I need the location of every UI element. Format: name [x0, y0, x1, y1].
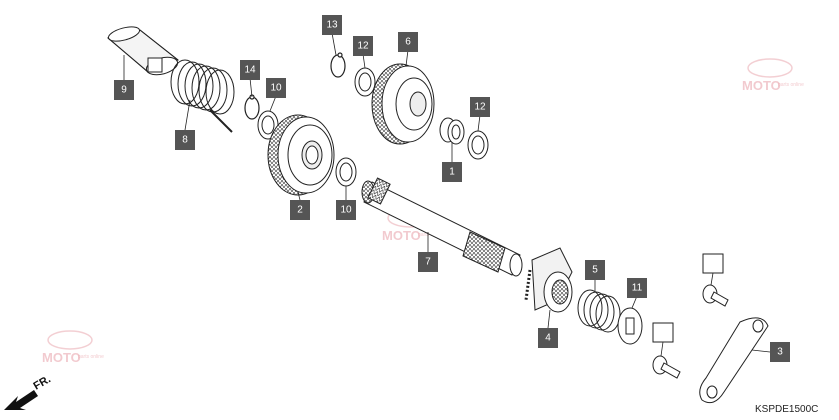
part-washer-11 — [617, 307, 643, 345]
callout-11-label: 11 — [632, 283, 643, 294]
watermark-text: MOTO — [382, 228, 421, 243]
callout-13: 13 — [322, 15, 342, 35]
callout-13-label: 13 — [326, 20, 338, 31]
callout-14-label: 14 — [244, 65, 256, 76]
part-circlip-14 — [244, 94, 260, 120]
callout-12-lower: 12 — [470, 97, 490, 117]
part-ratchet-4 — [524, 247, 573, 313]
callout-10-lower: 10 — [336, 200, 356, 220]
part-circlip-13 — [330, 52, 346, 78]
callout-10-lower-label: 10 — [340, 205, 352, 216]
part-gear-2 — [267, 114, 335, 196]
part-washer-12-lower — [467, 130, 489, 160]
callout-12-lower-label: 12 — [474, 102, 486, 113]
leader-lines — [123, 32, 771, 357]
part-collar — [106, 26, 179, 76]
callout-1-label: 1 — [449, 167, 455, 178]
callout-14: 14 — [240, 60, 260, 80]
callout-6: 6 — [398, 32, 418, 52]
callout-3: 3 — [770, 342, 790, 362]
callout-10-upper: 10 — [266, 78, 286, 98]
callout-8: 8 — [175, 130, 195, 150]
callout-2-label: 2 — [297, 205, 303, 216]
callout-4: 4 — [538, 328, 558, 348]
callout-blank-lower — [652, 322, 674, 343]
watermark-left: MOTO parts online — [42, 330, 104, 365]
callout-2: 2 — [290, 200, 310, 220]
part-bushing-1 — [439, 117, 465, 145]
callout-9: 9 — [114, 80, 134, 100]
callout-4-label: 4 — [545, 333, 551, 344]
part-shaft-7 — [361, 177, 523, 277]
callout-5: 5 — [585, 260, 605, 280]
callout-1: 1 — [442, 162, 462, 182]
watermark-subtext: parts online — [778, 82, 804, 88]
callout-8-label: 8 — [182, 135, 188, 146]
callout-11: 11 — [627, 278, 647, 298]
callout-7-label: 7 — [425, 257, 431, 268]
front-direction-arrow: FR. — [4, 373, 53, 410]
part-spring — [170, 59, 235, 133]
callout-blank-upper — [702, 253, 724, 274]
callout-5-label: 5 — [592, 265, 598, 276]
callout-3-label: 3 — [777, 347, 783, 358]
callout-12-upper: 12 — [353, 36, 373, 56]
part-coil-spring-5 — [577, 289, 621, 333]
callout-10-upper-label: 10 — [270, 83, 282, 94]
part-washer-12-upper — [354, 67, 376, 97]
watermark-text: MOTO — [42, 350, 81, 365]
part-arm-plate-3 — [699, 317, 769, 404]
callout-6-label: 6 — [405, 37, 411, 48]
watermark-subtext: parts online — [78, 354, 104, 360]
part-bolt-lower — [652, 355, 681, 379]
part-washer-10-lower — [335, 157, 357, 187]
front-direction-label: FR. — [32, 373, 53, 392]
watermark-text: MOTO — [742, 78, 781, 93]
part-bolt-upper — [702, 284, 729, 307]
watermark-top-right: MOTO parts online — [742, 58, 804, 93]
callout-9-label: 9 — [121, 85, 127, 96]
diagram-code: KSPDE1500C — [755, 404, 818, 415]
callout-12-upper-label: 12 — [357, 41, 369, 52]
callout-7: 7 — [418, 252, 438, 272]
part-gear-6 — [371, 63, 435, 145]
